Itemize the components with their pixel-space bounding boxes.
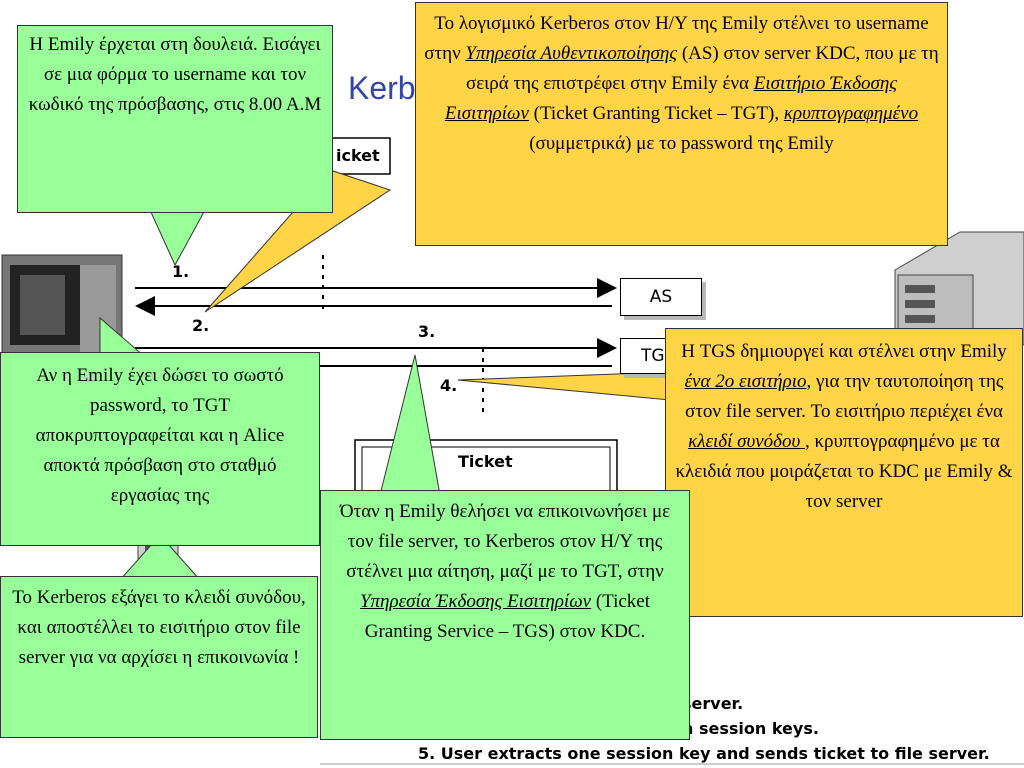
callout-as-request: Το λογισμικό Kerberos στον Η/Υ της Emily… (415, 2, 948, 246)
computer-monitor-icon (1, 254, 123, 366)
step-3-text: server. (682, 694, 744, 713)
link-second-ticket: ένα 2ο εισιτήριο (684, 371, 807, 392)
callout-tgs-request: Όταν η Emily θελήσει να επικοινωνήσει με… (320, 490, 690, 740)
callout-tgt-decrypt: Αν η Emily έχει δώσει το σωστό password,… (0, 352, 320, 546)
arrow-label-4: 4. (440, 376, 458, 395)
link-authentication-service: Υπηρεσία Αυθεντικοποίησης (465, 43, 678, 64)
callout-login: Η Emily έρχεται στη δουλειά. Εισάγει σε … (17, 25, 333, 213)
callout-session-key-text: Το Kerberos εξάγει το κλειδί συνόδου, κα… (12, 587, 306, 668)
step-4-text: n session keys. (682, 719, 819, 738)
callout-tgt-decrypt-text: Αν η Emily έχει δώσει το σωστό password,… (35, 365, 285, 506)
callout-tail (149, 209, 206, 267)
callout-tail (379, 354, 441, 496)
callout-session-key: Το Kerberos εξάγει το κλειδί συνόδου, κα… (0, 576, 318, 738)
callout-tgs-ticket: Η TGS δημιουργεί και στέλνει στην Emily … (665, 328, 1023, 617)
arrow-label-1: 1. (172, 262, 190, 281)
ticket-label-top: icket (336, 146, 380, 165)
link-session-key: κλειδί συνόδου (688, 431, 805, 452)
ticket-label-mid: Ticket (458, 452, 513, 471)
as-box: AS (620, 278, 702, 316)
link-ticket-granting-service: Υπηρεσία Έκδοσης Εισιτηρίων (359, 591, 592, 612)
callout-tail (457, 371, 671, 401)
step-5-text: 5. User extracts one session key and sen… (418, 744, 990, 763)
slide-title: Kerb (348, 70, 416, 106)
link-encrypted: κρυπτογραφημένο (783, 103, 919, 124)
link-tgt: Εισιτήριο Έκδοσης Εισιτηρίων (444, 73, 898, 124)
callout-tail (204, 169, 392, 313)
callout-login-text: Η Emily έρχεται στη δουλειά. Εισάγει σε … (28, 34, 322, 115)
arrow-label-3: 3. (418, 322, 436, 341)
ticket-box-top (329, 137, 391, 175)
arrow-label-2: 2. (192, 316, 210, 335)
